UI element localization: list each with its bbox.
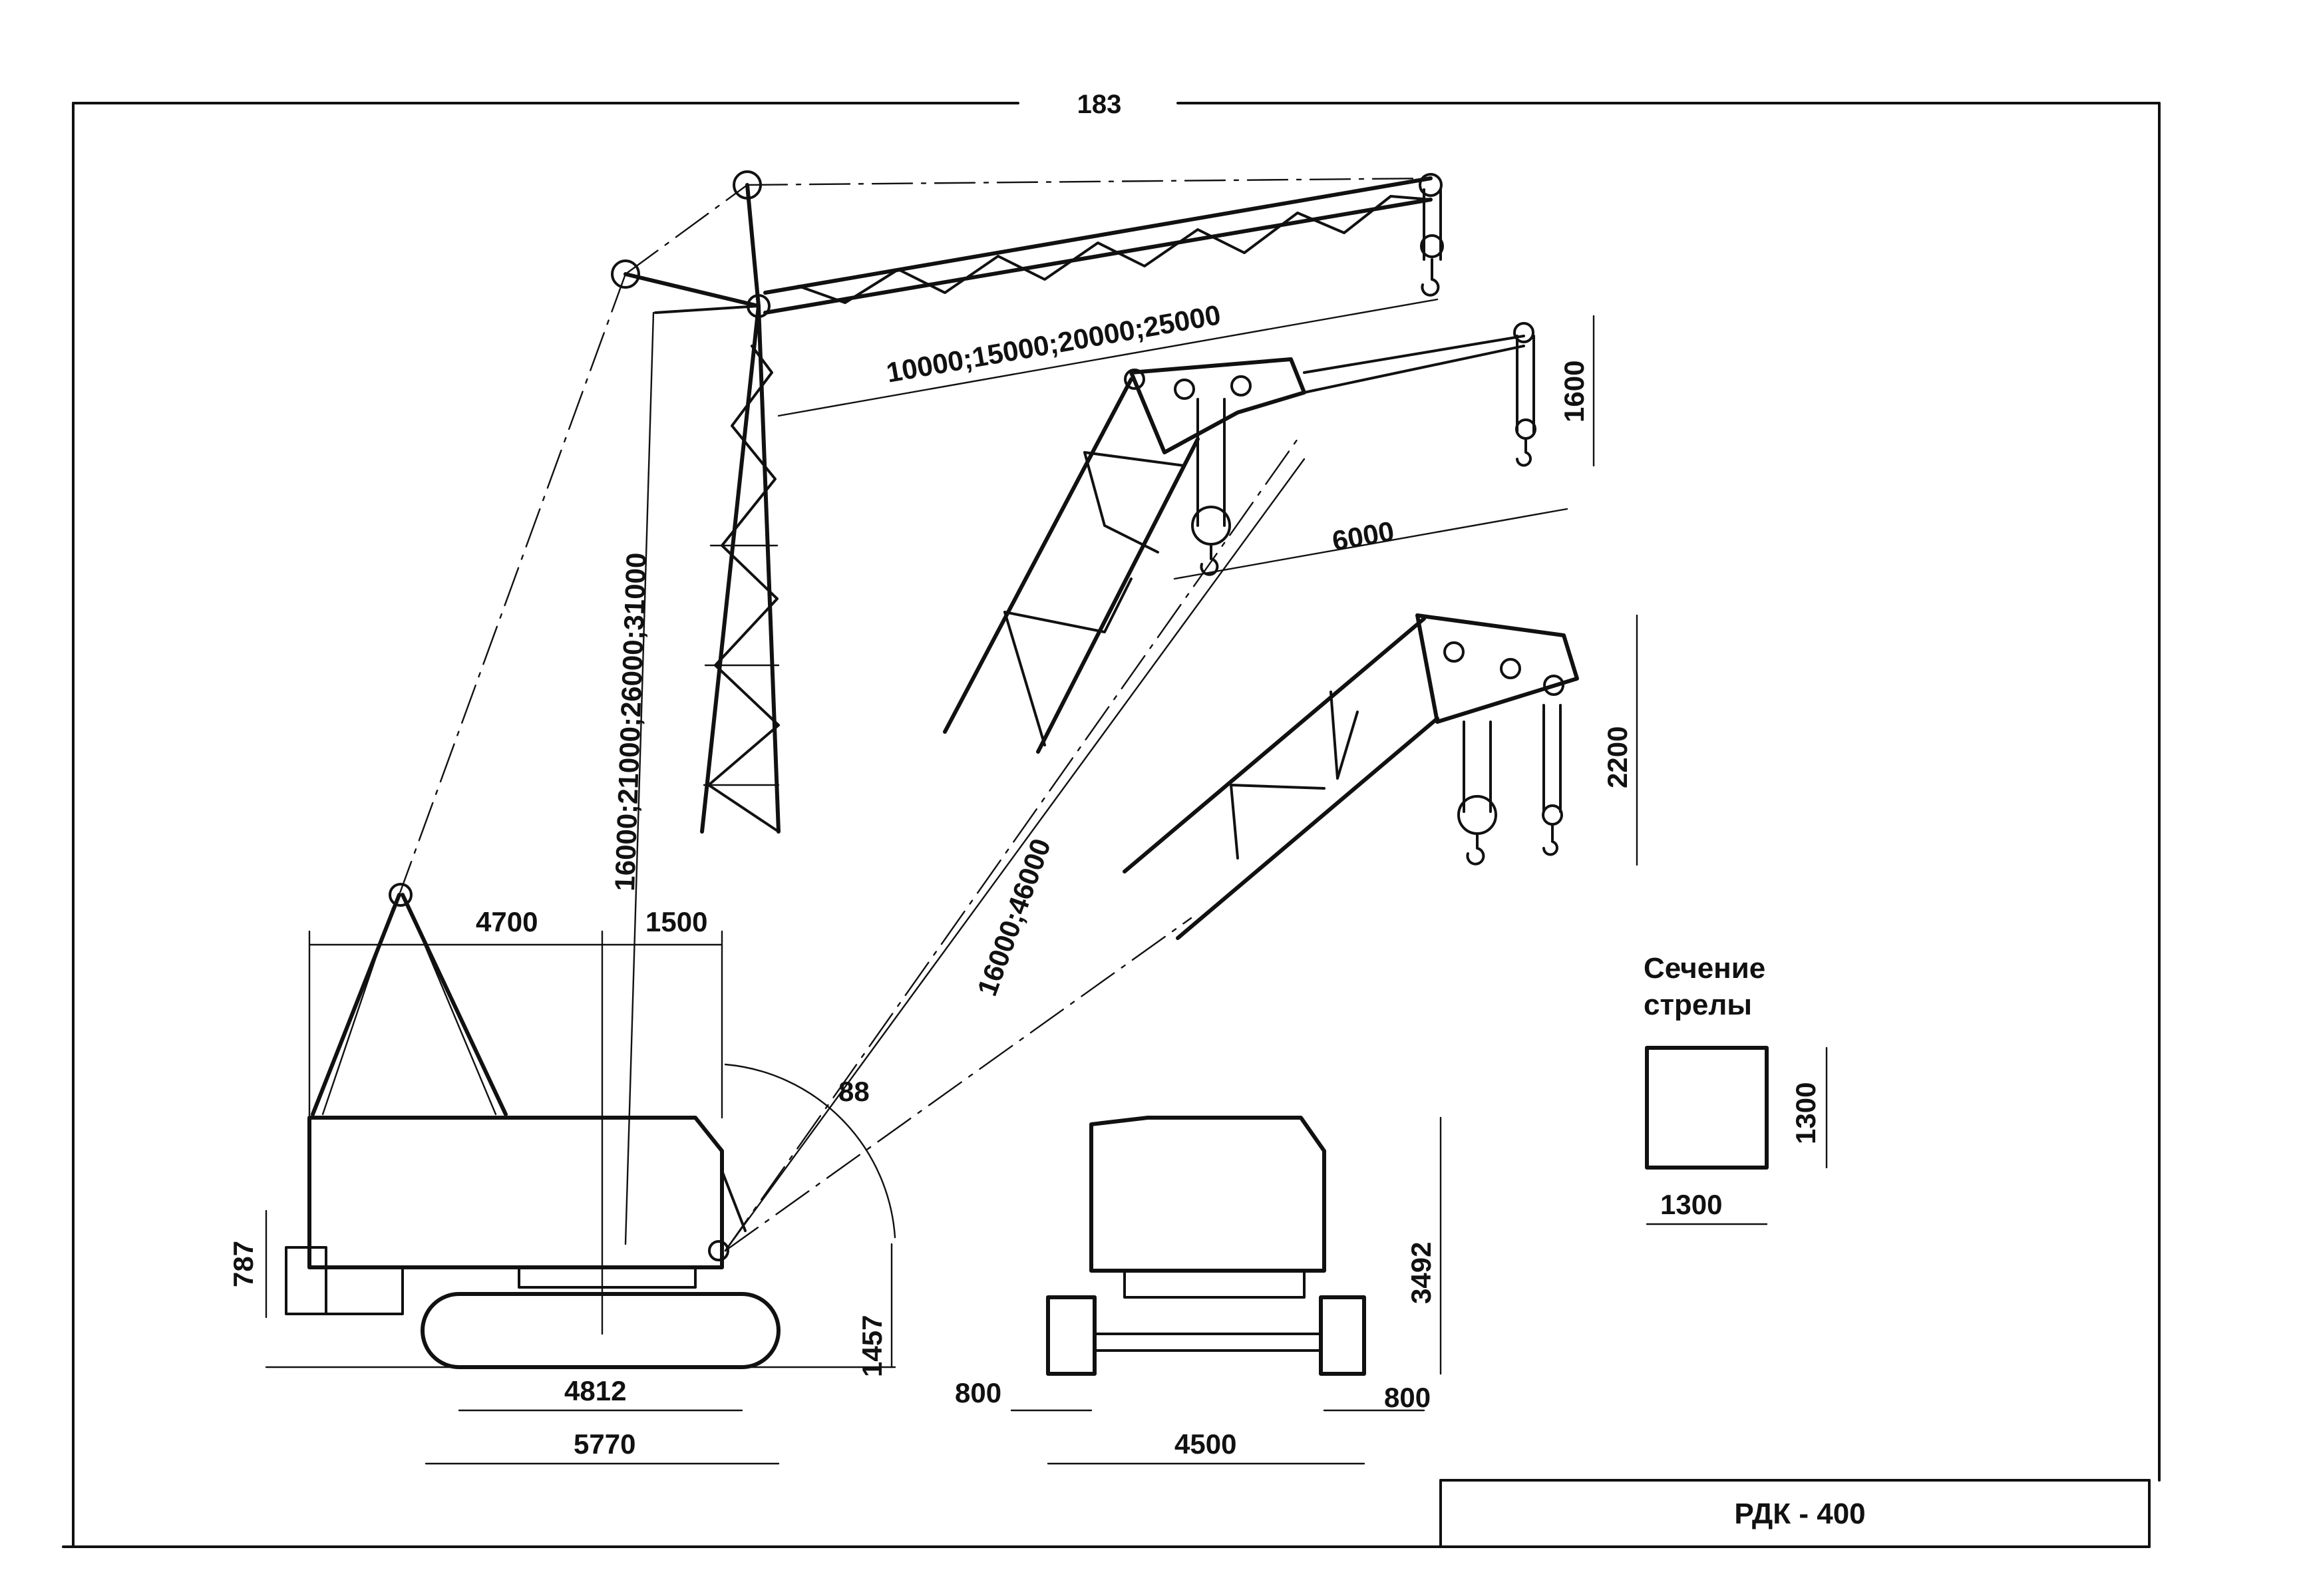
dim-jib-length: 10000;15000;20000;25000 [884,299,1223,389]
dim-787: 787 [228,1241,259,1287]
dim-5770: 5770 [574,1428,635,1460]
dim-4700: 4700 [476,906,538,937]
dim-short-jib-length: 6000 [1329,515,1396,557]
dim-front-height: 3492 [1405,1242,1437,1304]
model-name: РДК - 400 [1734,1498,1865,1530]
dim-front-track: 4500 [1174,1428,1236,1460]
front-view [1046,1116,1366,1376]
dim-boom-length: 16000;46000 [971,834,1057,1000]
tower-mast [700,304,781,834]
crawler-track [421,1286,781,1369]
title-block [1439,1479,2151,1548]
long-boom-head [1123,613,1579,940]
dim-1500: 1500 [645,906,707,937]
dim-head-height: 2200 [1602,726,1633,788]
dim-front-left: 800 [955,1377,1001,1408]
page-number: 183 [1077,90,1122,119]
section-title-line2: стрелы [1644,989,1752,1021]
boom-section [1645,1046,1769,1170]
section-height: 1300 [1790,1082,1821,1144]
short-jib-head [943,322,1536,754]
crane-side-view [285,170,1444,1369]
page-frame [62,102,2161,1548]
dim-1457: 1457 [856,1315,888,1377]
dim-short-jib-height: 1600 [1558,361,1590,422]
main-boom-lines [724,438,1306,1252]
gantry [311,883,508,1116]
dim-4812: 4812 [564,1375,626,1406]
dim-front-right: 800 [1384,1382,1431,1413]
section-title-line1: Сечение [1644,952,1765,985]
dimension-lines [265,298,1828,1465]
luffing-jib [763,173,1444,315]
cabin-body [285,1116,747,1315]
tower-head [611,170,771,318]
rope-lines [398,177,1432,896]
dim-angle: 88 [838,1076,870,1107]
section-width: 1300 [1660,1189,1722,1220]
dim-tower-height: 16000;21000;26000;31000 [609,552,652,891]
